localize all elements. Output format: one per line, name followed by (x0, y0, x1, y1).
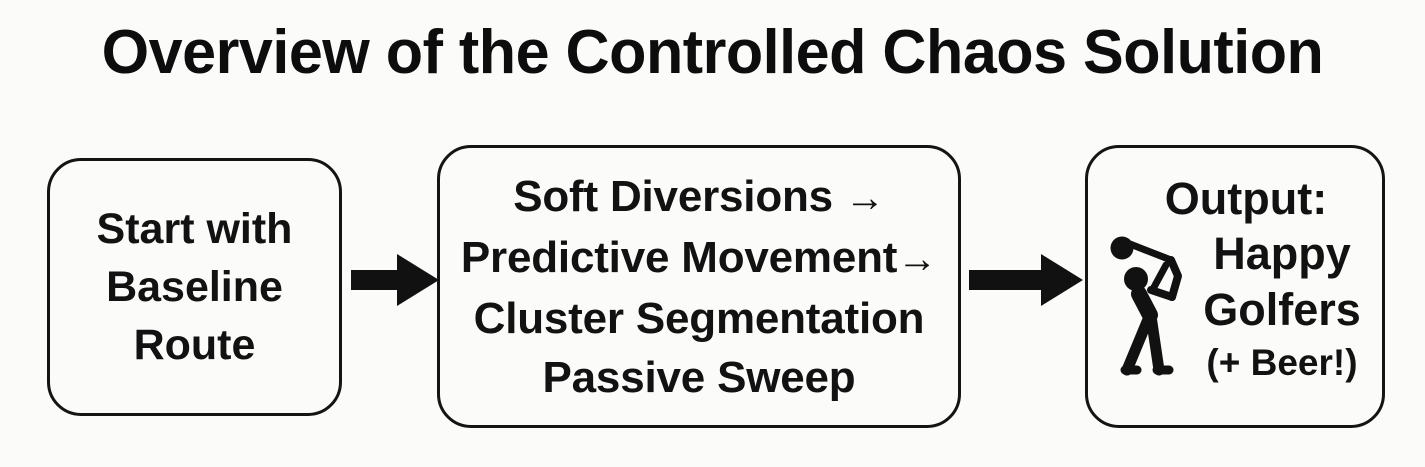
output-box: Output: (1085, 145, 1385, 428)
process-box-line-1: Soft Diversions → (513, 171, 885, 221)
process-box: Soft Diversions → Predictive Movement→ C… (437, 145, 961, 428)
process-box-line-2: Predictive Movement→ (460, 232, 938, 282)
output-box-line-1: Happy (1213, 228, 1351, 280)
page-title: Overview of the Controlled Chaos Solutio… (101, 18, 1324, 87)
output-box-line-2: Golfers (1203, 284, 1361, 336)
start-box-line-1: Start with (96, 205, 293, 253)
start-box-line-3: Route (133, 321, 256, 369)
output-heading: Output: (1164, 173, 1328, 224)
flow-arrow-start-to-process (349, 248, 441, 312)
output-box-note: (+ Beer!) (1206, 342, 1358, 384)
golfer-icon (1109, 234, 1201, 384)
inline-arrow-icon: → (844, 175, 885, 220)
process-box-line-3: Cluster Segmentation (473, 293, 925, 343)
output-text-lines: Happy Golfers (+ Beer!) (1203, 226, 1361, 388)
start-box: Start with Baseline Route (47, 158, 342, 416)
inline-arrow-icon: → (897, 236, 938, 281)
process-box-line-4: Passive Sweep (542, 352, 856, 402)
output-body: Happy Golfers (+ Beer!) (1088, 226, 1382, 388)
flow-arrow-process-to-output (965, 248, 1087, 312)
start-box-line-2: Baseline (106, 263, 283, 311)
